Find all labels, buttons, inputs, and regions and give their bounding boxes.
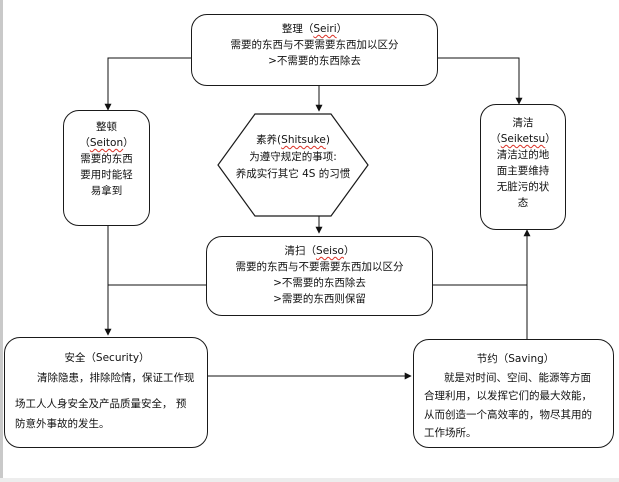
seiton-line: 要用时能轻 (80, 169, 133, 181)
seiri-box: 整理（Seiri） 需要的东西与不要需要东西加以区分 >不需要的东西除去 (191, 14, 438, 86)
security-box: 安全（Security） 清除隐患，排除险情，保证工作现 场工人人身安全及产品质… (4, 337, 208, 448)
seiketsu-line: 清洁过的地 (496, 149, 550, 161)
security-line-1: 清除隐患，排除险情，保证工作现 (37, 372, 195, 384)
security-line-3: 防意外事故的发生。 (15, 418, 110, 430)
seiketsu-title: 清洁 (512, 117, 534, 129)
seiton-title: 整顿 (96, 121, 117, 133)
seiso-title: 清扫（Seiso） (207, 243, 432, 259)
seiketsu-sub-suffix: ） (545, 133, 556, 145)
seiketsu-sub-prefix: （ (490, 133, 501, 145)
seiton-box: 整顿 （Seiton） 需要的东西 要用时能轻 易拿到 (63, 110, 150, 226)
page-left-border (0, 0, 3, 482)
seiketsu-sub-word: Seiketsu (500, 133, 546, 145)
arrow-seiri-to-seiketsu (438, 57, 523, 105)
seiton-sub-prefix: （ (79, 137, 90, 149)
saving-line-1: 就是对时间、空间、能源等方面 (444, 371, 591, 384)
seiri-line-2: >不需要的东西除去 (268, 55, 361, 67)
seiketsu-subtitle: （Seiketsu） (481, 131, 565, 147)
seiso-line-1: 需要的东西与不要需要东西加以区分 (235, 261, 404, 273)
arrow-seiri-to-seiton (104, 57, 191, 111)
arrow-seiso-to-seiketsu (433, 229, 531, 286)
seiton-subtitle: （Seiton） (64, 135, 149, 151)
seiri-title-suffix: ） (336, 23, 348, 35)
seiri-line-1: 需要的东西与不要需要东西加以区分 (230, 39, 399, 51)
seiton-line: 需要的东西 (80, 153, 133, 165)
seiso-line-3: >需要的东西则保留 (273, 293, 366, 305)
shitsuke-hexagon (217, 113, 369, 217)
saving-box: 节约（Saving） 就是对时间、空间、能源等方面 合理利用，以发挥它们的最大效… (413, 339, 614, 448)
shitsuke-text: 素养(Shitsuke) 为遵守规定的事项: 养成实行其它 4S 的习惯 (218, 132, 368, 183)
seiton-sub-word: Seiton (89, 137, 124, 149)
seiso-title-prefix: 清扫（ (284, 245, 317, 257)
seiketsu-line: 态 (517, 197, 529, 209)
seiri-title: 整理（Seiri） (192, 21, 437, 37)
shitsuke-title-suffix: ) (325, 134, 330, 146)
shitsuke-line-1: 为遵守规定的事项: (249, 151, 337, 163)
seiton-sub-suffix: ） (123, 137, 134, 149)
shitsuke-title-prefix: 素养( (256, 134, 282, 146)
saving-line-3: 从而创造一个高效率的，物尽其用的 (424, 408, 592, 421)
seiton-line: 易拿到 (90, 185, 123, 197)
page-bottom-border (0, 478, 619, 482)
seiso-box: 清扫（Seiso） 需要的东西与不要需要东西加以区分 >不需要的东西除去 >需要… (206, 236, 433, 316)
seiketsu-line: 无脏污的状 (496, 181, 550, 193)
seiri-title-prefix: 整理（ (281, 23, 314, 35)
seiso-title-word: Seiso (316, 245, 344, 257)
seiso-title-suffix: ） (343, 245, 355, 257)
shitsuke-title: 素养(Shitsuke) (218, 132, 368, 149)
saving-title: 节约（Saving） (476, 353, 555, 365)
saving-line-2: 合理利用，以发挥它们的最大效能， (424, 390, 592, 402)
saving-line-4: 工作场所。 (424, 427, 477, 439)
security-title: 安全（Security） (64, 352, 150, 364)
seiri-title-word: Seiri (313, 23, 337, 35)
seiso-line-2: >不需要的东西除去 (273, 277, 366, 289)
shitsuke-line-2: 养成实行其它 4S 的习惯 (235, 168, 351, 180)
shitsuke-title-word: Shitsuke (281, 134, 326, 146)
seiketsu-box: 清洁 （Seiketsu） 清洁过的地 面主要维持 无脏污的状 态 (480, 104, 566, 230)
security-line-2: 场工人人身安全及产品质量安全， 预 (15, 398, 187, 410)
seiketsu-line: 面主要维持 (496, 165, 550, 177)
